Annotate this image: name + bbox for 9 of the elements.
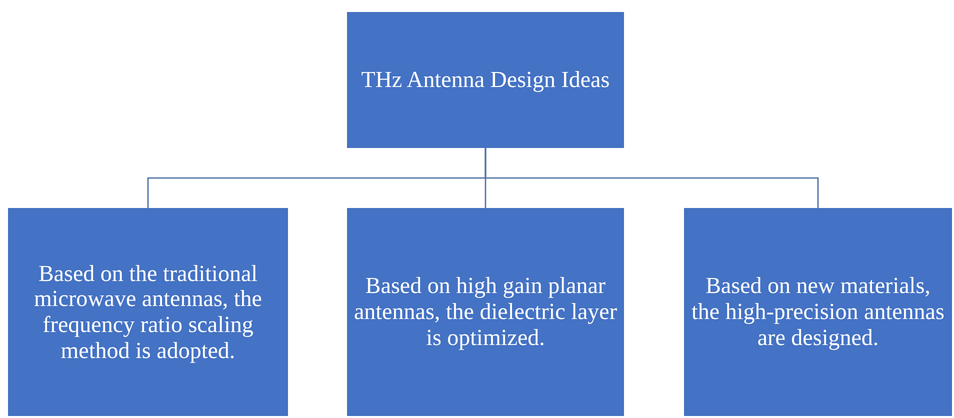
box-text: Based on high gain planar antennas, the dielectric layer is optimized.	[353, 273, 618, 351]
process-box	[8, 208, 288, 416]
process-box	[347, 208, 624, 416]
box-text: Based on new materials, the high-precision antennas are designed.	[690, 273, 946, 351]
process-box	[347, 12, 624, 148]
box-text: THz Antenna Design Ideas	[361, 67, 610, 93]
connector-line	[484, 148, 819, 208]
box-text: Based on the traditional microwave antennas, the frequency ratio scaling method is adopted.	[33, 260, 263, 364]
process-box	[684, 208, 952, 416]
